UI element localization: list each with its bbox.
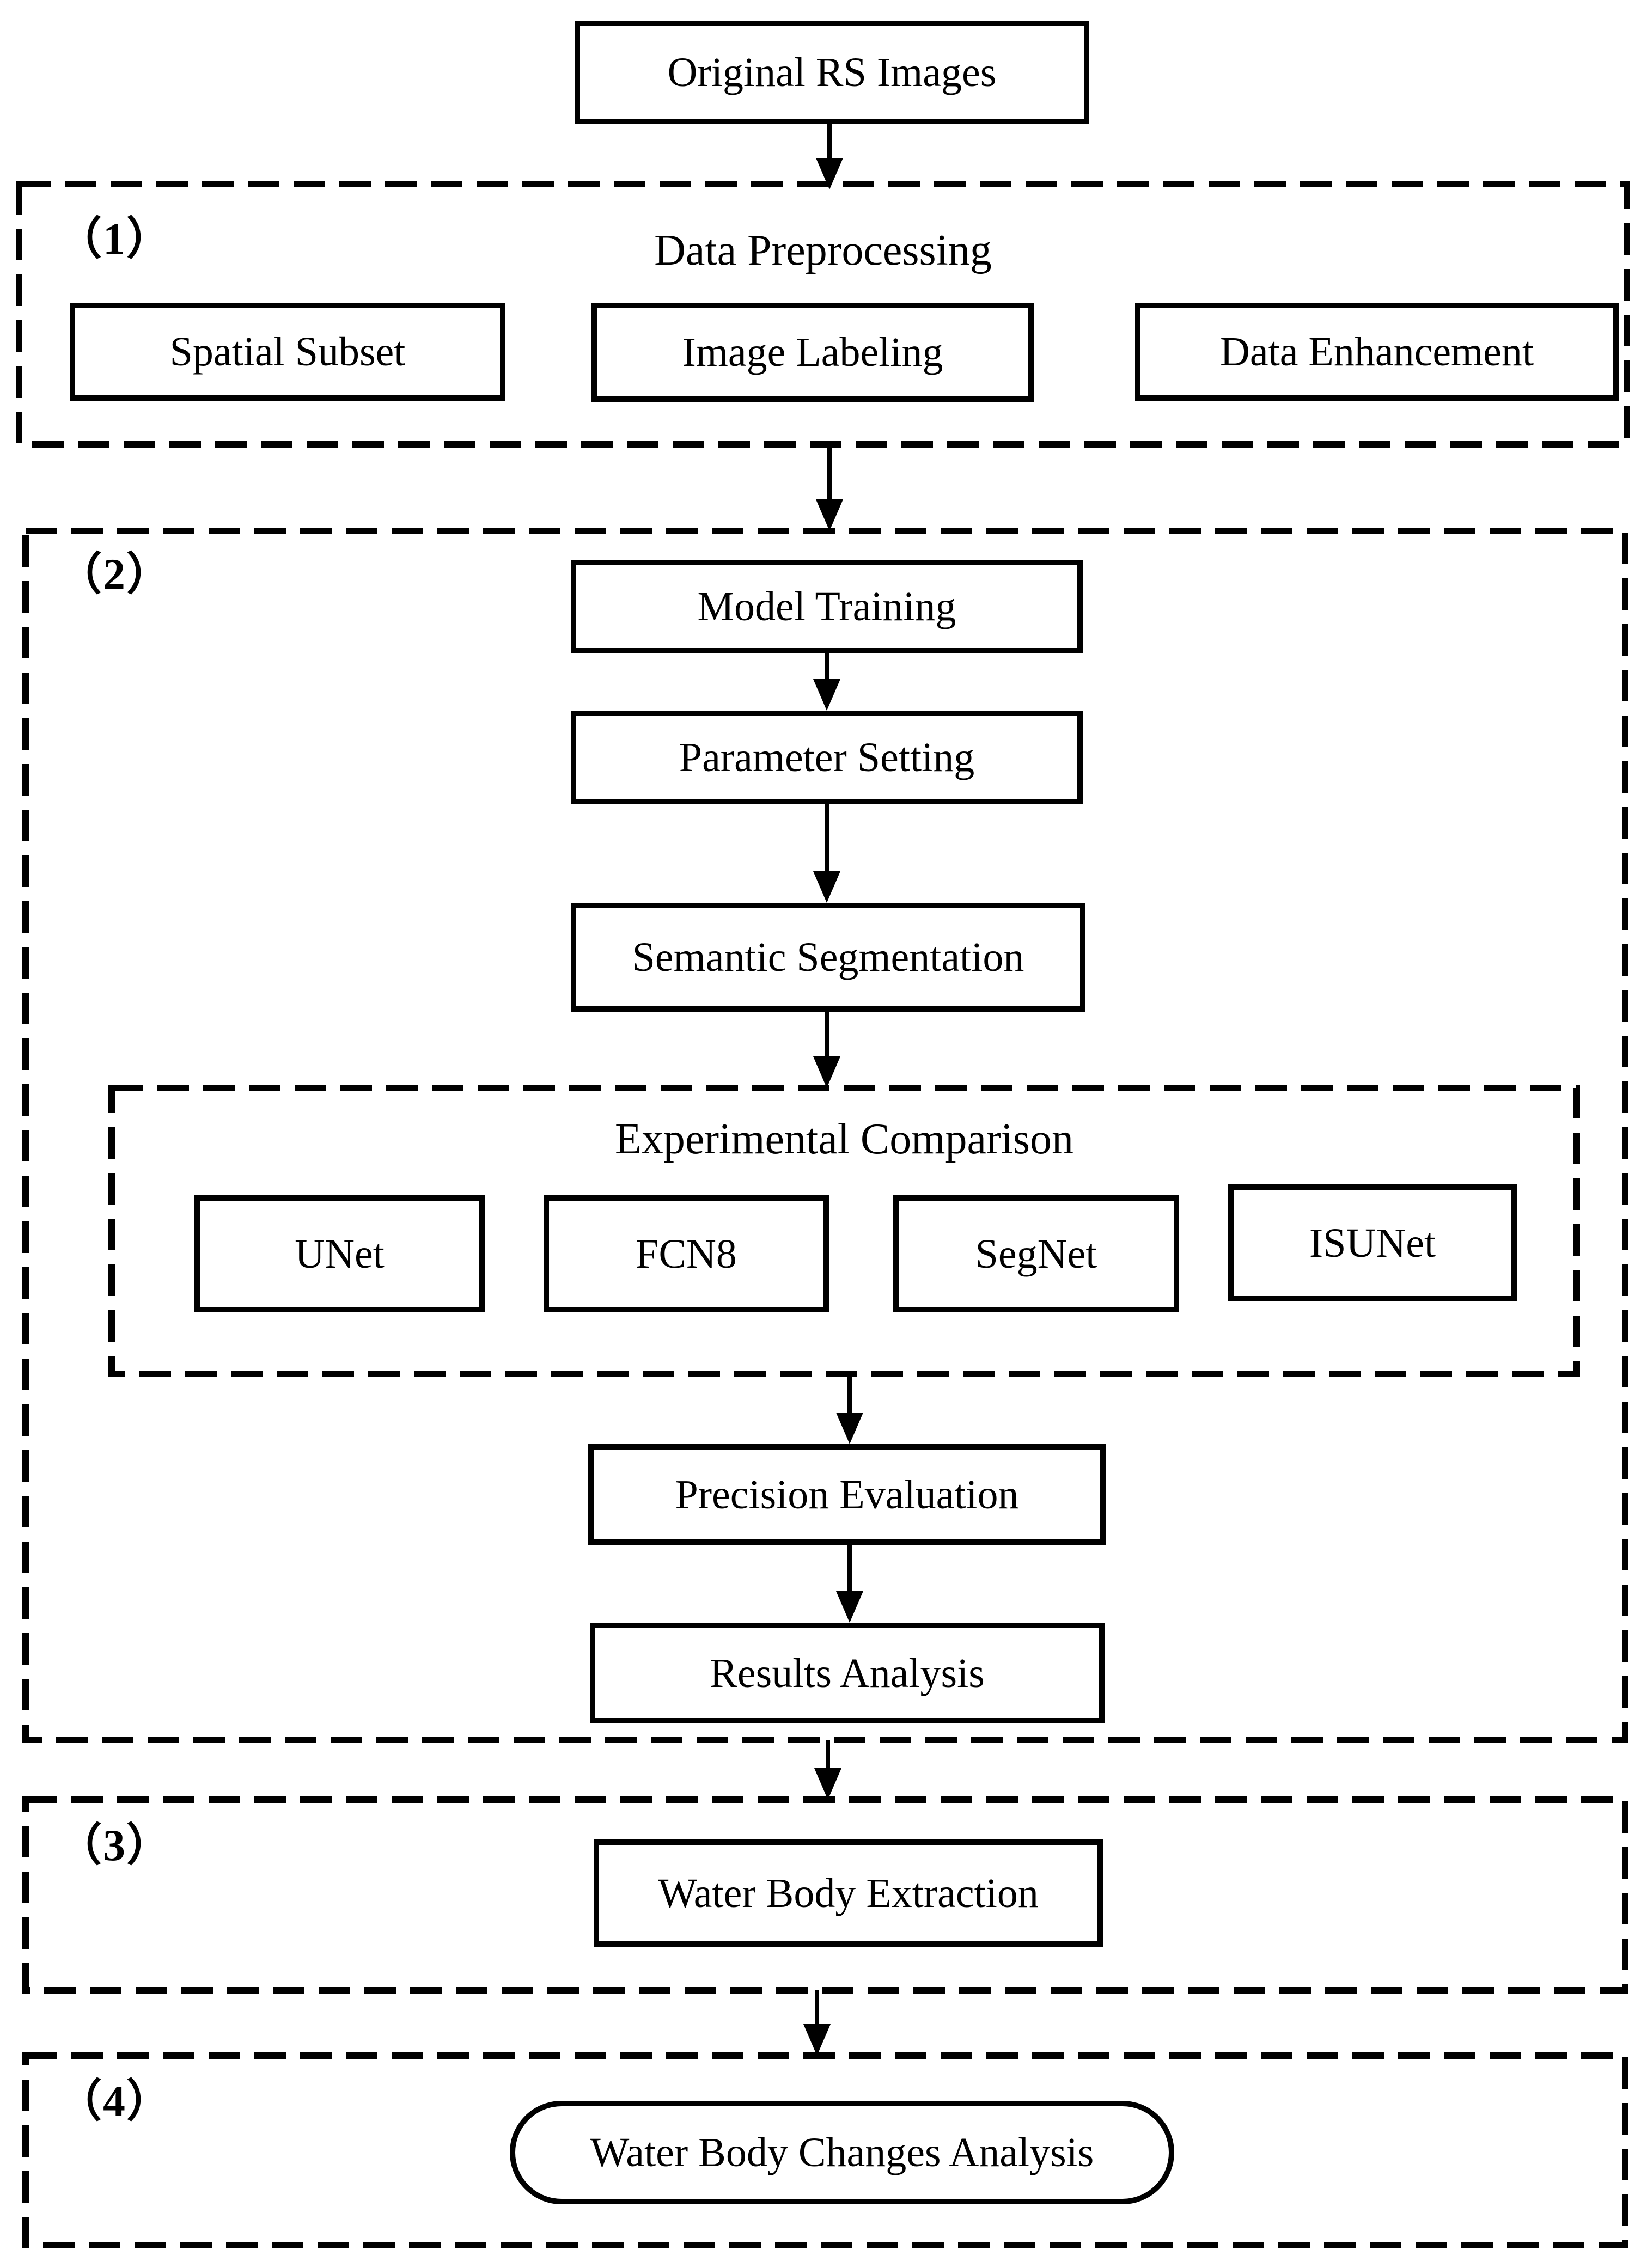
node-image-labeling: Image Labeling (591, 303, 1034, 402)
node-water-body-changes-analysis: Water Body Changes Analysis (510, 2101, 1174, 2204)
arrow-comparison-to-evaluation (836, 1374, 863, 1444)
section1-label: （1） (57, 214, 173, 264)
node-results-analysis: Results Analysis (590, 1623, 1105, 1723)
section4-dashed-border (22, 2052, 1628, 2248)
node-parameter-setting: Parameter Setting (571, 711, 1083, 804)
arrow-extraction-to-changes (803, 1990, 831, 2056)
node-segnet: SegNet (893, 1195, 1179, 1312)
arrow-segmentation-to-comparison (813, 1012, 840, 1088)
node-fcn8: FCN8 (544, 1195, 829, 1312)
node-data-enhancement: Data Enhancement (1135, 303, 1619, 401)
arrow-source-to-preprocessing (816, 124, 843, 189)
section2-label: （2） (57, 549, 173, 599)
arrow-parameter-to-segmentation (813, 804, 840, 903)
experimental-comparison-title: Experimental Comparison (614, 1115, 1074, 1163)
node-isunet: ISUNet (1228, 1184, 1517, 1301)
node-semantic-segmentation: Semantic Segmentation (571, 903, 1085, 1012)
node-precision-evaluation: Precision Evaluation (588, 1444, 1106, 1545)
section4-label: （4） (57, 2076, 173, 2126)
node-spatial-subset: Spatial Subset (70, 303, 505, 401)
arrow-training-to-parameter (813, 653, 840, 711)
arrow-results-to-extraction (814, 1740, 841, 1800)
node-original-rs-images: Original RS Images (575, 21, 1089, 124)
node-water-body-extraction: Water Body Extraction (594, 1839, 1103, 1947)
section3-label: （3） (57, 1820, 173, 1870)
section2-dashed-border (22, 528, 1628, 1743)
section3-dashed-border (22, 1796, 1628, 1994)
section1-dashed-border (16, 181, 1630, 448)
node-model-training: Model Training (571, 560, 1083, 653)
arrow-evaluation-to-results (836, 1545, 863, 1623)
arrow-preprocessing-to-training (816, 444, 843, 531)
section1-title: Data Preprocessing (654, 227, 992, 274)
node-unet: UNet (194, 1195, 485, 1312)
experimental-comparison-dashed-border (108, 1085, 1580, 1377)
